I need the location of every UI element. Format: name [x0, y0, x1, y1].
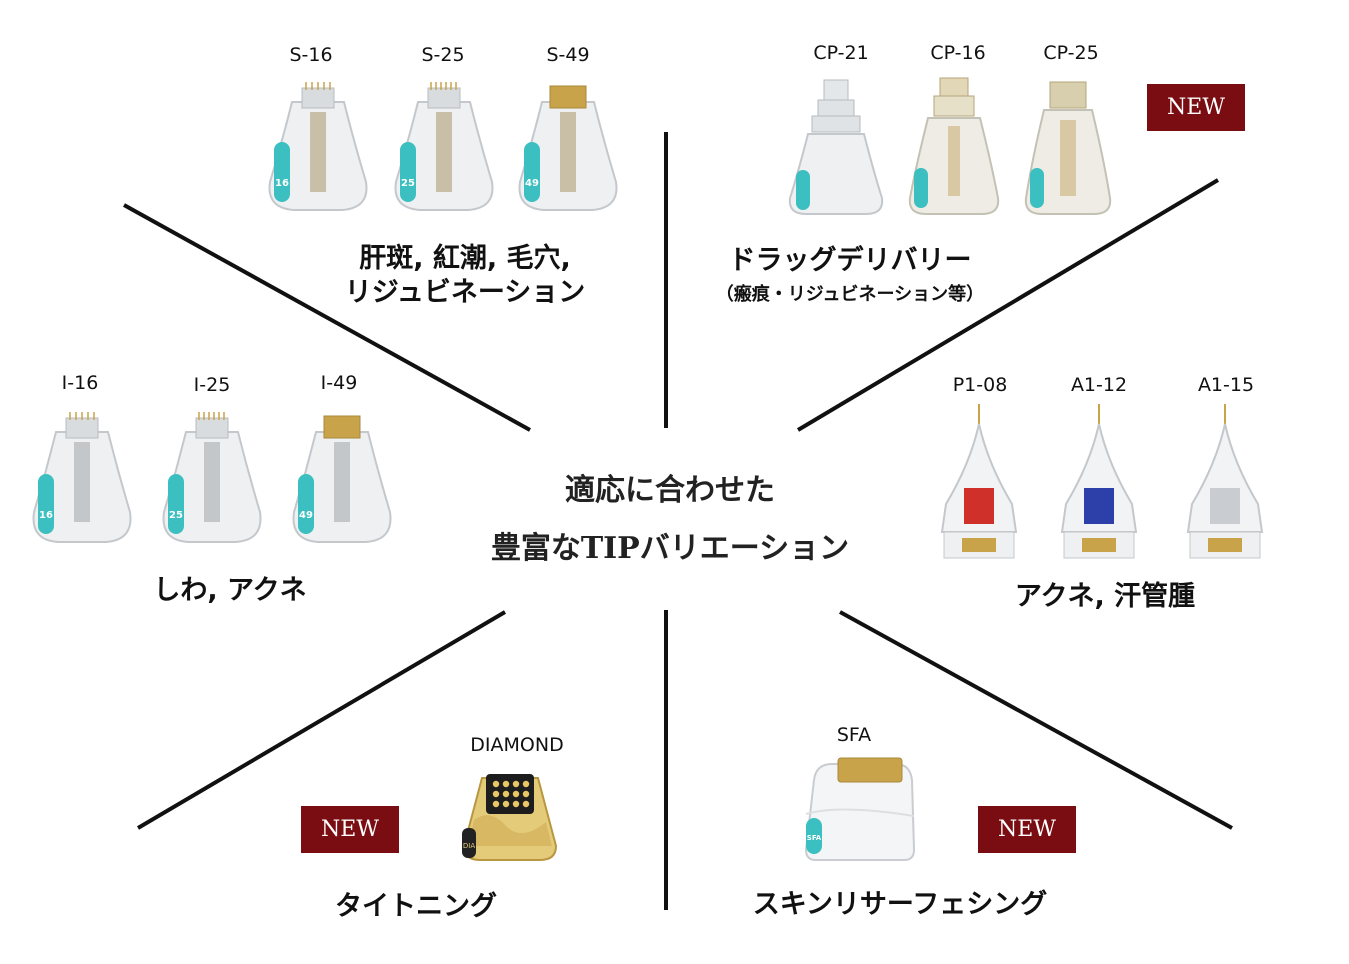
tip-i16-image: 16	[32, 412, 132, 543]
tip-label-diamond: DIAMOND	[470, 734, 564, 756]
group-a-title: アクネ, 汗管腫	[1014, 581, 1196, 612]
center-title-line2: 豊富なTIPバリエーション	[490, 531, 850, 566]
tip-label-i25: I-25	[193, 374, 231, 396]
tip-label-cp21: CP-21	[813, 42, 869, 64]
tip-label-i16: I-16	[61, 372, 99, 394]
tip-diamond-mark: DIA	[463, 842, 475, 850]
group-cp-title: ドラッグデリバリー	[728, 245, 972, 276]
tip-i25-image: 25	[162, 412, 262, 543]
tip-a115-image	[1186, 404, 1264, 559]
tip-label-sfa: SFA	[836, 724, 872, 746]
tip-label-i49: I-49	[320, 372, 358, 394]
center-title: 適応に合わせた 豊富なTIPバリエーション	[470, 462, 870, 578]
group-s-title-line1: 肝斑, 紅潮, 毛穴,	[359, 243, 571, 274]
tip-cp16-image	[908, 77, 1000, 215]
group-s-title-line2: リジュビネーション	[344, 276, 586, 308]
tip-label-s25: S-25	[421, 44, 465, 66]
tip-s16-image: 16	[268, 82, 368, 211]
tip-s25-image: 25	[394, 82, 494, 211]
center-title-line1: 適応に合わせた	[565, 473, 775, 508]
tip-sfa-image: SFA	[804, 757, 916, 861]
group-diamond-title: タイトニング	[335, 891, 497, 922]
divider-upper-right	[796, 178, 1220, 432]
tip-i16-number: 16	[39, 510, 53, 521]
tip-label-cp25: CP-25	[1043, 42, 1099, 64]
group-i-title: しわ, アクネ	[153, 575, 307, 606]
divider-lower-left	[136, 610, 507, 830]
tip-label-cp16: CP-16	[930, 42, 986, 64]
tip-cp21-image	[788, 79, 884, 215]
tip-a112-image	[1060, 404, 1138, 559]
tip-sfa-mark: SFA	[807, 834, 822, 842]
tip-cp25-image	[1024, 81, 1112, 215]
tip-i25-number: 25	[169, 510, 183, 521]
tip-p108-image	[940, 404, 1018, 559]
tip-label-p108: P1-08	[952, 374, 1008, 396]
tip-label-a115: A1-15	[1197, 374, 1255, 396]
tip-i49-image: 49	[292, 415, 392, 543]
tip-s49-number: 49	[525, 178, 539, 189]
tip-s49-image: 49	[518, 85, 618, 211]
tip-diamond-image: DIA	[462, 774, 558, 861]
badge-new-sfa: NEW	[978, 806, 1076, 853]
group-cp-subtitle: （瘢痕・リジュビネーション等）	[715, 284, 985, 305]
divider-upper-left	[123, 203, 531, 432]
tip-label-s16: S-16	[289, 44, 333, 66]
tip-s25-number: 25	[401, 178, 415, 189]
tip-s16-number: 16	[275, 178, 289, 189]
tip-label-a112: A1-12	[1070, 374, 1128, 396]
group-s-title: 肝斑, 紅潮, 毛穴, リジュビネーション	[335, 242, 595, 310]
tip-i49-number: 49	[299, 510, 313, 521]
tip-label-s49: S-49	[546, 44, 590, 66]
group-sfa-title: スキンリサーフェシング	[752, 889, 1048, 920]
divider-lower-right	[839, 610, 1233, 830]
badge-new-diamond: NEW	[301, 806, 399, 853]
badge-new-cp: NEW	[1147, 84, 1245, 131]
